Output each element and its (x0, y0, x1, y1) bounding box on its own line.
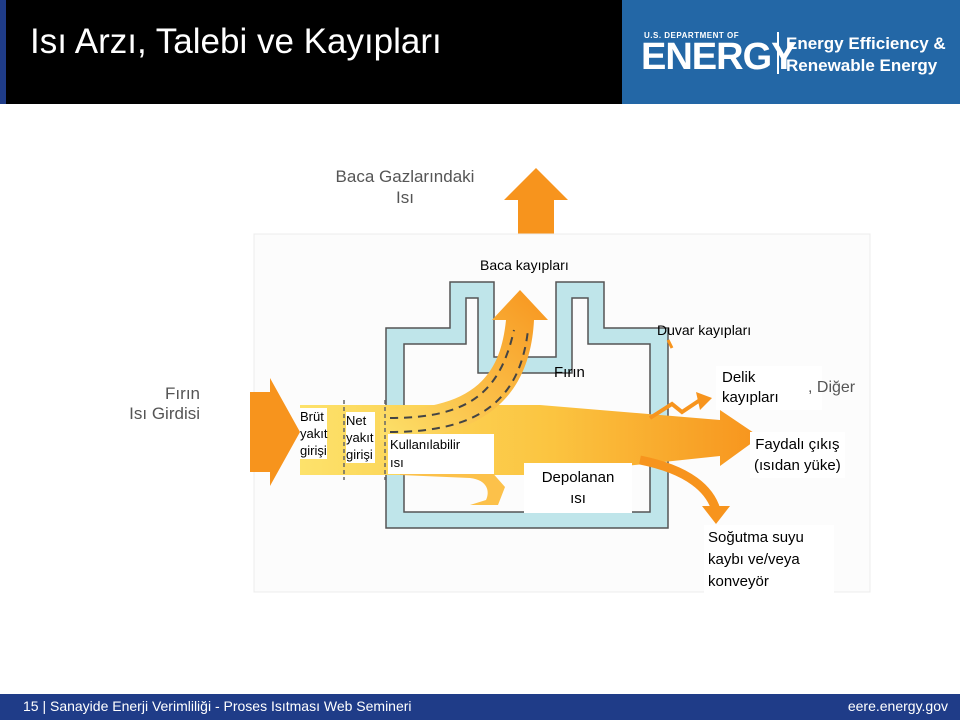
cooling-loss-arrowhead (702, 506, 730, 524)
opening-losses-label: Delik kayıpları (716, 366, 822, 410)
net-fuel-label: Net yakıt girişi (346, 412, 376, 463)
header: Isı Arzı, Talebi ve Kayıpları U.S. DEPAR… (0, 0, 960, 104)
opening-loss-arrowhead (696, 392, 712, 410)
furnace-input-arrow (250, 378, 300, 486)
wall-loss-pointer (666, 339, 674, 349)
stack-heat-line1: Baca Gazlarındaki (335, 167, 475, 186)
net-fuel-line3: girişi (346, 447, 373, 462)
net-fuel-line2: yakıt (346, 430, 374, 445)
opening-loss-arrow (648, 398, 702, 420)
cooling-losses-line2: kaybı ve/veya (708, 551, 800, 568)
stack-heat-label: Baca Gazlarındaki Isı (330, 166, 480, 208)
stack-loss-flow (380, 290, 548, 440)
footer: 15 | Sanayide Enerji Verimliliği - Prose… (0, 694, 960, 720)
opening-losses-line1: Delik (722, 369, 756, 386)
cooling-loss-flow (639, 455, 721, 512)
useful-output-label: Faydalı çıkış (ısıdan yüke) (750, 432, 845, 478)
gross-fuel-line3: girişi (300, 443, 327, 458)
net-fuel-line1: Net (346, 413, 367, 428)
stack-flow-dash-1 (389, 329, 515, 419)
doe-logo-divider (777, 32, 779, 74)
stored-heat-line2: ısı (570, 490, 586, 507)
doe-logo-line2: Renewable Energy (786, 56, 938, 75)
opening-losses-line2: kayıpları (722, 389, 779, 406)
stack-heat-arrow (504, 168, 568, 236)
page-title: Isı Arzı, Talebi ve Kayıpları (30, 22, 442, 61)
useful-output-line2: (ısıdan yüke) (754, 457, 841, 474)
furnace-input-line2: Isı Girdisi (129, 404, 200, 423)
wall-losses-label: Duvar kayıpları (657, 322, 752, 338)
doe-logo (622, 0, 960, 104)
stored-heat-line1: Depolanan (541, 469, 615, 486)
gross-fuel-line2: yakıt (300, 426, 328, 441)
footer-url[interactable]: eere.energy.gov (847, 698, 948, 714)
doe-logo-eere-text: Energy Efficiency & Renewable Energy (786, 33, 946, 77)
doe-logo-energy-text: ENERGY (641, 36, 796, 78)
cooling-losses-line1: Soğutma suyu (708, 529, 804, 546)
available-heat-label: Kullanılabilir ısı (388, 434, 494, 474)
furnace-input-label: Fırın Isı Girdisi (70, 384, 200, 424)
gross-fuel-line1: Brüt (300, 409, 324, 424)
stack-losses-label: Baca kayıpları (480, 257, 569, 273)
doe-logo-line1: Energy Efficiency & (786, 34, 946, 53)
furnace-input-line1: Fırın (165, 384, 200, 403)
gross-fuel-label: Brüt yakıt girişi (300, 408, 328, 459)
furnace-wall (385, 281, 669, 529)
doe-logo-small-text: U.S. DEPARTMENT OF (644, 31, 740, 40)
other-losses-label: , Diğer (808, 379, 856, 396)
available-heat-line1: Kullanılabilir (390, 437, 461, 452)
stack-flow-dash-2 (389, 329, 529, 433)
cooling-losses-label: Soğutma suyu kaybı ve/veya konveyör (704, 525, 834, 595)
furnace-label: Fırın (554, 364, 585, 381)
title-stripe (0, 0, 6, 104)
available-heat-line2: ısı (390, 455, 404, 470)
title-bar: Isı Arzı, Talebi ve Kayıpları (0, 0, 622, 104)
useful-output-line1: Faydalı çıkış (755, 436, 840, 453)
stack-heat-line2: Isı (396, 188, 414, 207)
footer-text: 15 | Sanayide Enerji Verimliliği - Prose… (23, 698, 412, 714)
stored-heat-label: Depolanan ısı (524, 463, 632, 513)
cooling-losses-line3: konveyör (708, 573, 769, 590)
